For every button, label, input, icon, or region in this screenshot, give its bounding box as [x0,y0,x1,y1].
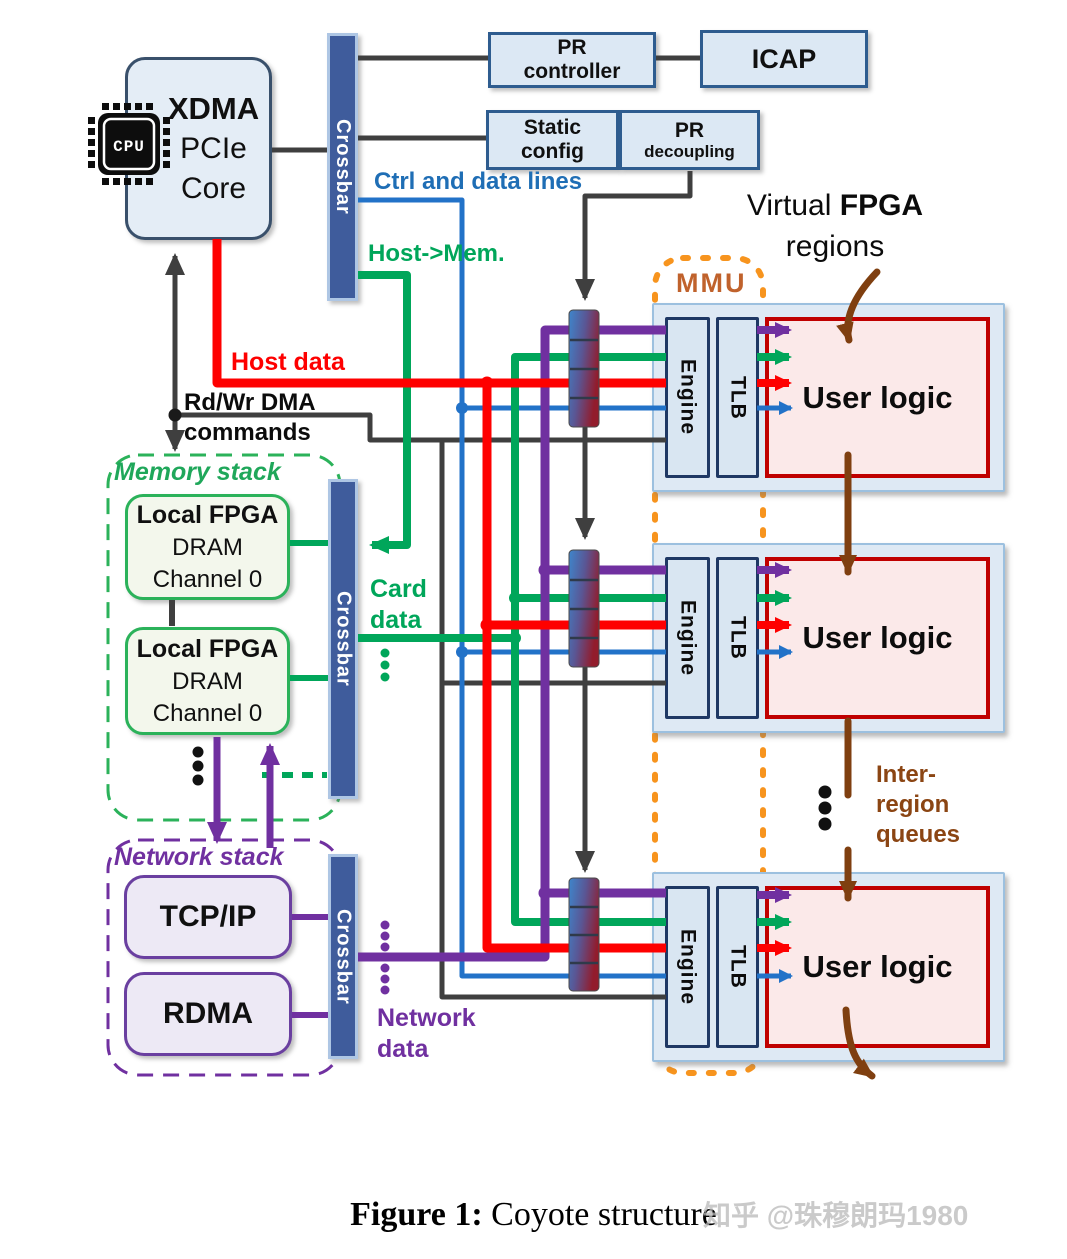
dram1-line3: Channel 0 [152,565,263,593]
user-logic-label-2: User logic [802,620,953,655]
engine-label-3: Engine [676,928,700,1005]
icap-box: ICAP [700,30,868,88]
mmu-label: MMU [676,268,747,298]
figure-caption: Figure 1: Coyote structure [0,1196,1067,1234]
pr-decoupling-line1: PR [674,118,705,142]
engine-box-3: Engine [665,886,710,1048]
pr-decoupling-box: PR decoupling [619,110,760,170]
rdma-box: RDMA [124,972,292,1056]
user-logic-box-1: User logic [765,317,990,478]
pcie-label: PCIe [180,131,247,165]
dram2-line1: Local FPGA [136,634,279,663]
user-logic-label-1: User logic [802,379,953,415]
tlb-label-2: TLB [726,616,750,660]
inter-region-line1: Inter- [876,761,936,788]
virtual-fpga-regions-label: Virtual FPGA regions [728,185,942,267]
watermark: 知乎 @珠穆朗玛1980 [703,1200,969,1231]
host-data-label: Host data [231,348,345,376]
dram1-line1: Local FPGA [136,500,279,529]
virtual-fpga-line1: Virtual FPGA [746,189,924,222]
tcp-ip-label: TCP/IP [159,900,257,933]
cpu-icon: CPU [88,103,170,185]
host-mem-label: Host->Mem. [368,240,505,267]
pr-controller-line2: controller [523,60,621,83]
tcp-ip-box: TCP/IP [124,875,292,959]
engine-label-2: Engine [676,599,700,676]
user-logic-label-3: User logic [802,949,953,984]
card-data-label: Card data [370,574,427,636]
pr-decoupling-line2: decoupling [644,141,735,161]
inter-region-line3: queues [876,821,961,848]
tlb-box-2: TLB [716,557,759,719]
inter-region-queues-label: Inter- region queues [876,760,960,850]
dram2-line2: DRAM [172,667,243,695]
card-data-line1: Card [370,575,427,603]
memory-crossbar-label: Crossbar [332,591,355,687]
card-data-line2: data [370,606,422,634]
network-crossbar-label: Crossbar [332,908,355,1005]
rdma-label: RDMA [163,997,253,1030]
vfpga-region-1: Engine TLB User logic [652,303,1005,492]
static-config-box: Static config [486,110,619,170]
cpu-icon-label: CPU [113,138,145,156]
network-data-line1: Network [377,1004,476,1032]
xdma-label: XDMA [167,90,260,126]
virtual-fpga-line2: regions [785,230,885,263]
rdwr-line1: Rd/Wr DMA [184,389,316,416]
top-crossbar: Crossbar [327,33,358,301]
user-logic-box-2: User logic [765,557,990,719]
dram1-line2: DRAM [172,533,243,561]
vfpga-region-2: Engine TLB User logic [652,543,1005,733]
dram2-line3: Channel 0 [152,699,263,727]
tlb-box-1: TLB [716,317,759,478]
dram-channel-box-2: Local FPGA DRAM Channel 0 [125,627,290,735]
static-config-line1: Static [523,116,582,139]
rdwr-dma-commands-label: Rd/Wr DMA commands [184,388,316,448]
static-config-line2: config [521,140,584,163]
figure-caption-label: Figure 1: [350,1196,483,1233]
pr-controller-line1: PR [557,36,587,59]
tlb-label-1: TLB [726,375,750,420]
engine-box-2: Engine [665,557,710,719]
network-data-label: Network data [377,1003,476,1065]
dram-channel-box-1: Local FPGA DRAM Channel 0 [125,494,290,600]
ctrl-data-lines-label: Ctrl and data lines [374,168,583,195]
inter-region-line2: region [876,791,950,818]
rdwr-line2: commands [184,419,311,446]
figure-caption-title: Coyote structure [491,1196,717,1233]
pr-controller-box: PR controller [488,32,656,88]
memory-crossbar: Crossbar [328,479,358,799]
memory-stack-title: Memory stack [114,458,281,486]
engine-box-1: Engine [665,317,710,478]
core-label: Core [180,171,247,205]
engine-label-1: Engine [676,359,700,436]
top-crossbar-label: Crossbar [332,119,354,215]
tlb-box-3: TLB [716,886,759,1048]
user-logic-box-3: User logic [765,886,990,1048]
tlb-label-3: TLB [726,945,750,989]
vfpga-region-3: Engine TLB User logic [652,872,1005,1062]
network-stack-title: Network stack [114,843,284,871]
network-data-line2: data [377,1035,429,1063]
network-crossbar: Crossbar [328,854,358,1059]
mmu-dashed-border [652,255,766,1076]
icap-label: ICAP [751,43,817,74]
